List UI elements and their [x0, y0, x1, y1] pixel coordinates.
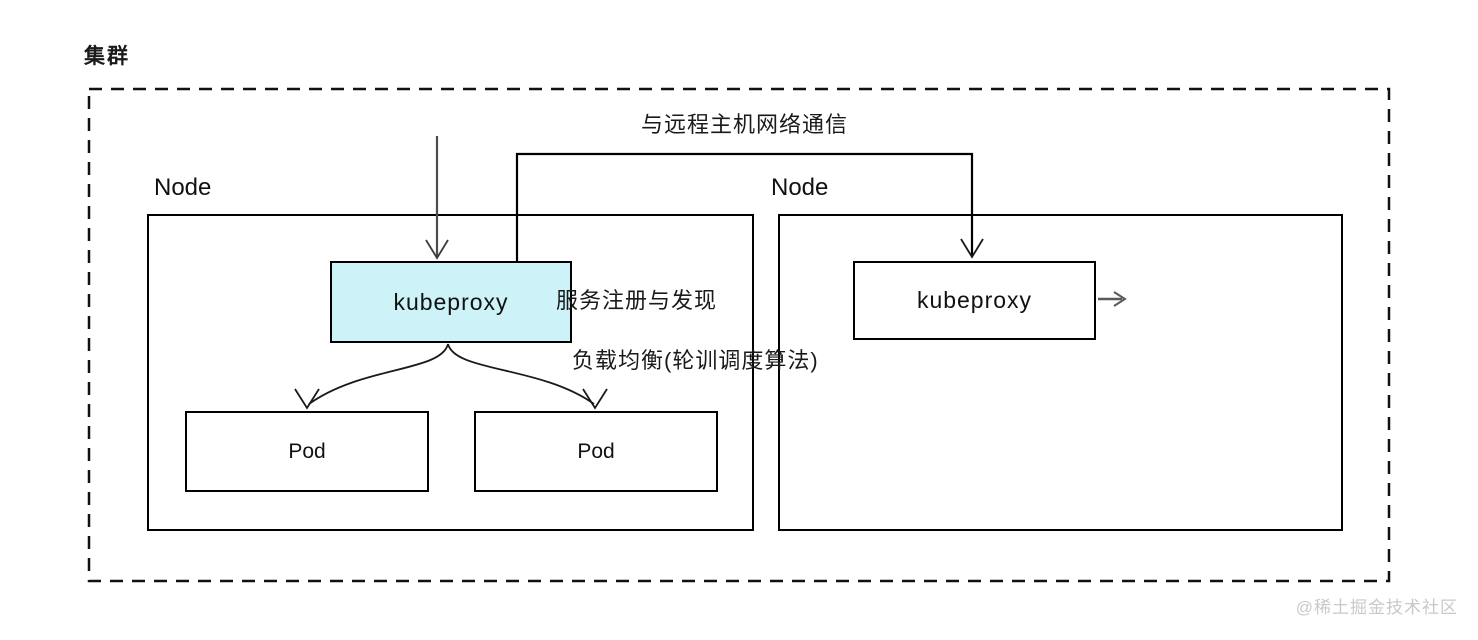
remote-communication-annotation: 与远程主机网络通信 — [641, 112, 849, 137]
pod-box-2: Pod — [474, 411, 718, 492]
kubeproxy-right-box: kubeproxy — [853, 261, 1096, 340]
pod-box-1: Pod — [185, 411, 429, 492]
kubeproxy-left-box: kubeproxy — [330, 261, 572, 343]
node-right-label: Node — [771, 174, 829, 201]
service-discovery-annotation: 服务注册与发现 — [556, 288, 718, 313]
watermark: @稀土掘金技术社区 — [1295, 598, 1458, 617]
load-balancing-annotation: 负载均衡(轮训调度算法) — [572, 348, 819, 373]
cluster-label: 集群 — [84, 45, 130, 68]
node-left-label: Node — [154, 174, 212, 201]
